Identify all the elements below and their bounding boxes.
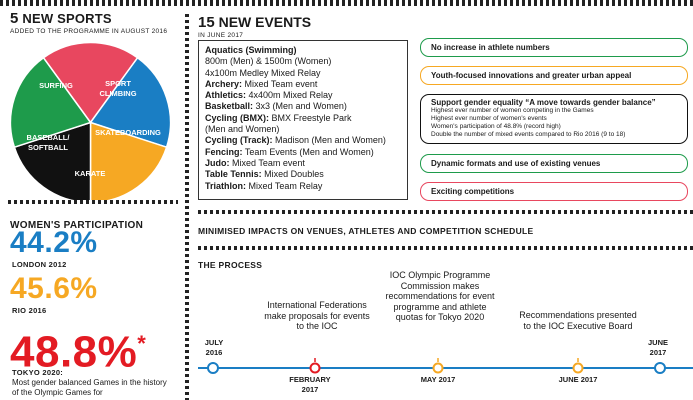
pie-label-skateboarding: SKATEBOARDING [95,128,161,137]
milestone-jul-2016-date: JULY 2016 [204,338,224,357]
pie-label-sport-climbing-2: CLIMBING [99,89,136,98]
pie-label-surfing: SURFING [39,81,73,90]
new-sports-pie: SURFING SPORT CLIMBING SKATEBOARDING KAR… [8,40,173,205]
milestone-june-2017-date: JUNE 2017 [558,375,598,384]
pie-label-sport-climbing-1: SPORT [105,79,131,88]
pct-rio: 45.6% [10,272,98,305]
right-divider [198,210,693,214]
womens-participation-title: WOMEN'S PARTICIPATION [10,220,144,231]
timeline-dot-jul-2016 [207,362,219,374]
pie-slice-sport-climbing [89,56,172,149]
milestone-jun-2017-end-date: JUNE 2017 [647,338,668,357]
event-line: 4x100m Medley Mixed Relay [205,67,321,78]
event-line: Fencing: Team Events (Men and Women) [205,146,374,157]
event-line: Triathlon: Mixed Team Relay [205,180,323,191]
new-events-title: NEW EVENTS [218,14,312,30]
highlight-youth-urban: Youth-focused innovations and greater ur… [420,66,688,85]
gender-detail: Double the number of mixed events compar… [431,131,626,138]
pct-tokyo-note: Most gender balanced Games in the histor… [12,378,167,397]
gender-detail: Highest ever number of women's events [431,115,547,122]
gender-detail: Women's participation of 48.8% (record h… [431,123,561,130]
new-events-count: 15 [198,14,215,31]
pie-label-karate: KARATE [75,169,106,178]
highlight-exciting-competitions: Exciting competitions [420,182,688,201]
event-line: 800m (Men) & 1500m (Women) [205,56,332,67]
new-events-list: Aquatics (Swimming) 800m (Men) & 1500m (… [198,40,408,200]
column-divider [185,14,189,400]
pct-london: 44.2% [10,226,98,259]
pct-tokyo-label: TOKYO 2020: [12,368,64,377]
new-sports-subtitle: ADDED TO THE PROGRAMME IN AUGUST 2016 [10,28,168,35]
left-divider [8,200,178,204]
event-line: (Men and Women) [205,124,280,135]
timeline-dot-june-2017 [572,362,584,374]
pie-label-baseball-1: BASEBALL/ [27,133,71,142]
event-line: Cycling (Track): Madison (Men and Women) [205,135,386,146]
new-sports-heading: 5 NEW SPORTS ADDED TO THE PROGRAMME IN A… [10,10,167,35]
new-sports-title: NEW SPORTS [22,11,112,26]
top-dotted-border [0,0,693,6]
highlight-dynamic-formats: Dynamic formats and use of existing venu… [420,154,688,173]
pct-rio-label: RIO 2016 [12,306,47,315]
event-line: Table Tennis: Mixed Doubles [205,169,324,180]
event-line: Cycling (BMX): BMX Freestyle Park [205,112,352,123]
milestone-june-2017-text: Recommendations presented to the IOC Exe… [519,310,637,331]
gender-detail: Highest ever number of women competing i… [431,107,594,114]
pct-tokyo-asterisk: * [137,331,147,356]
pct-london-label: LONDON 2012 [12,260,67,269]
new-events-subtitle: IN JUNE 2017 [198,32,244,39]
timeline-dot-feb-2017 [309,362,321,374]
pct-tokyo: 48.8%* [10,327,147,377]
new-events-heading: 15 NEW EVENTS [198,14,311,31]
new-sports-count: 5 [10,10,19,27]
timeline-dot-june-2017-end [654,362,666,374]
pie-slice-surfing [42,41,139,124]
highlight-athlete-numbers: No increase in athlete numbers [420,38,688,57]
event-line: Aquatics (Swimming) [205,45,297,55]
event-line: Judo: Mixed Team event [205,157,305,168]
pie-label-baseball-2: SOFTBALL [28,143,68,152]
pie-slice-baseball-softball [9,56,92,149]
event-line: Athletics: 4x400m Mixed Relay [205,90,333,101]
gender-equality-heading: Support gender equality “A move towards … [431,98,656,107]
pie-svg: SURFING SPORT CLIMBING SKATEBOARDING KAR… [9,41,172,204]
process-timeline [198,358,693,374]
process-divider [198,246,693,250]
event-line: Archery: Mixed Team event [205,78,318,89]
milestone-feb-2017-text: International Federations make proposals… [264,300,370,331]
left-column: 5 NEW SPORTS ADDED TO THE PROGRAMME IN A… [0,10,182,400]
timeline-dot-may-2017 [432,362,444,374]
event-line: Basketball: 3x3 (Men and Women) [205,101,347,112]
process-title: THE PROCESS [198,260,263,270]
milestone-may-2017-text: IOC Olympic Programme Commission makes r… [385,270,495,322]
highlight-gender-equality: Support gender equality “A move towards … [420,94,688,144]
milestone-feb-2017-date: FEBRUARY 2017 [289,375,331,394]
impacts-title: MINIMISED IMPACTS ON VENUES, ATHLETES AN… [198,226,534,236]
milestone-may-2017-date: MAY 2017 [420,375,456,384]
